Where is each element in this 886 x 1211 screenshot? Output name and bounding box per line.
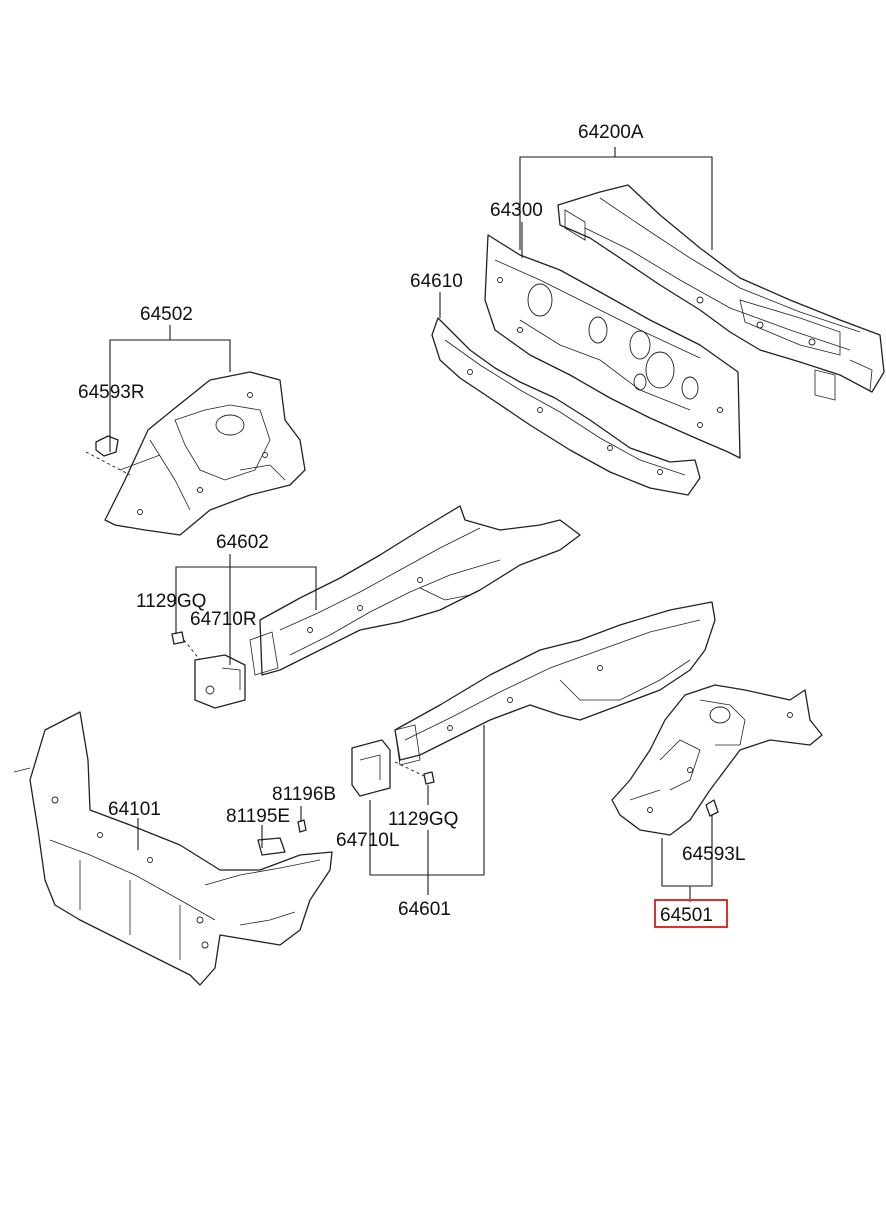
clip-81196B[interactable] bbox=[297, 819, 307, 833]
front-carrier-64101[interactable] bbox=[13, 711, 333, 986]
clip-81195E[interactable] bbox=[257, 837, 286, 856]
bracket-64710L[interactable] bbox=[351, 739, 391, 797]
label-64593R: 64593R bbox=[78, 382, 145, 403]
label-64710L: 64710L bbox=[336, 830, 399, 851]
label-64610: 64610 bbox=[410, 271, 463, 292]
bracket-64710R[interactable] bbox=[194, 654, 246, 709]
label-64710R: 64710R bbox=[190, 609, 257, 630]
label-1129GQ-lh: 1129GQ bbox=[388, 809, 458, 830]
label-81195E: 81195E bbox=[226, 806, 290, 827]
highlight-box-64501 bbox=[654, 899, 728, 928]
crossmember-64610[interactable] bbox=[431, 317, 701, 496]
wheelhouse-rh-64502[interactable] bbox=[104, 371, 306, 536]
bracket-64593R[interactable] bbox=[85, 435, 131, 476]
label-64101: 64101 bbox=[108, 799, 161, 820]
label-64601: 64601 bbox=[398, 899, 451, 920]
wheelhouse-lh-64501[interactable] bbox=[611, 684, 823, 836]
dash-panel-64300[interactable] bbox=[484, 234, 741, 459]
bolt-1129GQ-rh[interactable] bbox=[171, 631, 201, 661]
label-64602: 64602 bbox=[216, 532, 269, 553]
label-64501[interactable]: 64501 bbox=[660, 905, 713, 926]
side-member-lh-64601[interactable] bbox=[394, 601, 716, 766]
leader-lines bbox=[109, 147, 713, 902]
label-64300: 64300 bbox=[490, 200, 543, 221]
side-member-rh-64602[interactable] bbox=[249, 505, 581, 676]
label-64200A: 64200A bbox=[578, 122, 644, 143]
label-64502: 64502 bbox=[140, 304, 193, 325]
label-81196B: 81196B bbox=[272, 784, 336, 805]
bracket-64593L[interactable] bbox=[705, 799, 719, 817]
callout-labels: 64200A 64300 64610 64502 64593R 64602 11… bbox=[78, 122, 745, 928]
label-64593L: 64593L bbox=[682, 844, 745, 865]
label-1129GQ-rh: 1129GQ bbox=[136, 591, 206, 612]
cowl-panel-64200A[interactable] bbox=[557, 184, 885, 401]
bolt-1129GQ-lh[interactable] bbox=[394, 761, 435, 785]
